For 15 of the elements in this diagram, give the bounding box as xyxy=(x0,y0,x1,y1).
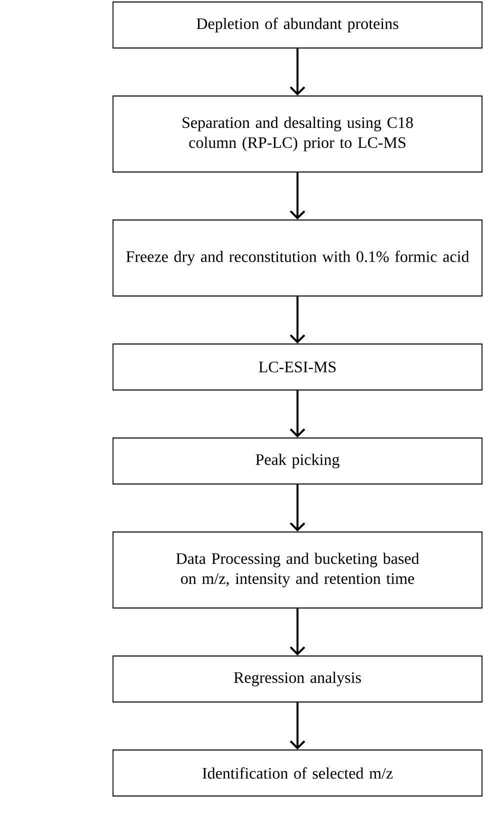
process-box: Regression analysis xyxy=(112,656,482,702)
arrow xyxy=(290,172,306,220)
process-box: Freeze dry and reconstitution with 0.1% formic acid xyxy=(112,220,482,296)
process-box: Peak picking xyxy=(112,438,482,484)
arrow xyxy=(290,608,306,656)
arrow xyxy=(290,484,306,532)
arrow xyxy=(290,702,306,750)
process-box: Identification of selected m/z xyxy=(112,750,482,796)
process-box: Separation and desalting using C18 column (RP-LC) prior to LC-MS xyxy=(112,96,482,172)
process-box: Data Processing and bucketing based on m/z, intensity and retention time xyxy=(112,532,482,608)
process-box: LC-ESI-MS xyxy=(112,344,482,390)
arrow xyxy=(290,48,306,96)
process-box: Depletion of abundant proteins xyxy=(112,2,482,48)
arrow xyxy=(290,296,306,344)
arrow xyxy=(290,390,306,438)
